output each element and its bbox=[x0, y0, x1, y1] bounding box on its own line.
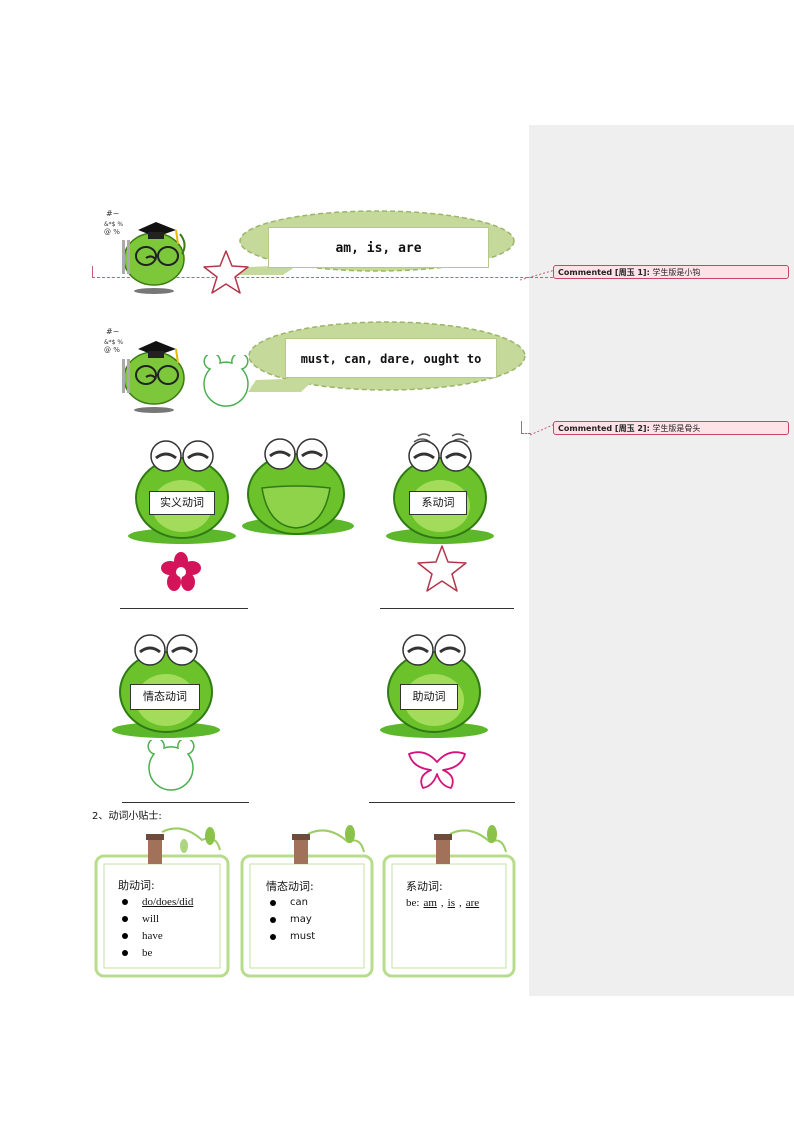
answer-line-3[interactable] bbox=[122, 802, 249, 803]
bullet-icon bbox=[270, 899, 276, 906]
card-2-title: 情态动词: bbox=[266, 879, 314, 893]
bullet-icon bbox=[122, 932, 128, 939]
card-1-title: 助动词: bbox=[118, 878, 155, 892]
card-frame-3 bbox=[380, 822, 518, 982]
bullet-icon bbox=[122, 898, 128, 905]
bullet-icon bbox=[122, 915, 128, 922]
section-title: 2、动词小贴士: bbox=[92, 811, 162, 822]
frog-label-3: 情态动词 bbox=[130, 684, 200, 710]
svg-text:&*$ %: &*$ % bbox=[104, 221, 123, 228]
comment-2-label: Commented [周玉 2]: bbox=[558, 424, 650, 433]
comment-2[interactable]: Commented [周玉 2]: 学生版是骨头 bbox=[553, 421, 789, 435]
comment-leader-2 bbox=[521, 433, 531, 434]
card-1-content: 助动词: do/does/did will have be bbox=[118, 876, 193, 961]
card-2-content: 情态动词: can may must bbox=[266, 877, 315, 945]
svg-text:&*$ %: &*$ % bbox=[104, 339, 123, 346]
bear-outline-icon bbox=[198, 352, 254, 407]
answer-line-1[interactable] bbox=[120, 608, 248, 609]
comment-leader-1 bbox=[92, 277, 553, 278]
frog-label-4: 助动词 bbox=[400, 684, 458, 710]
svg-text:#~: #~ bbox=[106, 327, 119, 336]
frog-label-2: 系动词 bbox=[409, 491, 467, 515]
comment-anchor-1 bbox=[92, 266, 93, 278]
comment-leader-2-diag bbox=[529, 421, 556, 436]
list-item: can bbox=[266, 894, 315, 911]
card-3-title: 系动词: bbox=[406, 879, 443, 893]
graduate-frog-icon-2: #~ &*$ % @ % bbox=[102, 322, 192, 414]
list-item: may bbox=[266, 911, 315, 928]
svg-text:@ %: @ % bbox=[104, 346, 120, 354]
comment-leader-1-diag bbox=[519, 266, 556, 281]
svg-text:@ %: @ % bbox=[104, 228, 120, 236]
list-item: must bbox=[266, 928, 315, 945]
bullet-icon bbox=[270, 933, 276, 940]
flower-icon bbox=[160, 552, 202, 592]
list-item: do/does/did bbox=[118, 893, 193, 910]
svg-text:#~: #~ bbox=[106, 209, 119, 218]
card-3-line: be: am, is, are bbox=[406, 896, 480, 909]
card-frame-1 bbox=[92, 822, 232, 982]
comment-anchor-2 bbox=[521, 421, 522, 433]
comment-1-text: 学生版是小钩 bbox=[652, 268, 701, 277]
comment-2-text: 学生版是骨头 bbox=[652, 424, 701, 433]
bullet-icon bbox=[122, 949, 128, 956]
frog-icon-3 bbox=[382, 428, 500, 546]
list-item: be bbox=[118, 944, 193, 961]
frog-icon-2 bbox=[238, 436, 356, 538]
frog-label-1: 实义动词 bbox=[149, 491, 215, 515]
comment-pane bbox=[529, 125, 794, 996]
graduate-frog-icon: #~ &*$ % @ % bbox=[102, 204, 192, 296]
star-outline-icon bbox=[202, 249, 250, 295]
star-outline-icon-2 bbox=[416, 544, 468, 594]
bear-outline-icon-2 bbox=[142, 737, 200, 792]
bullet-icon bbox=[270, 916, 276, 923]
list-item: have bbox=[118, 927, 193, 944]
comment-1[interactable]: Commented [周玉 1]: 学生版是小钩 bbox=[553, 265, 789, 279]
list-item: will bbox=[118, 910, 193, 927]
answer-line-2[interactable] bbox=[380, 608, 514, 609]
butterfly-outline-icon bbox=[406, 750, 468, 790]
card-frame-2 bbox=[238, 822, 376, 982]
bubble-1-text: am, is, are bbox=[268, 227, 489, 268]
comment-1-label: Commented [周玉 1]: bbox=[558, 268, 650, 277]
answer-line-4[interactable] bbox=[369, 802, 515, 803]
card-3-content: 系动词: be: am, is, are bbox=[406, 877, 479, 911]
bubble-2-text: must, can, dare, ought to bbox=[285, 338, 497, 378]
